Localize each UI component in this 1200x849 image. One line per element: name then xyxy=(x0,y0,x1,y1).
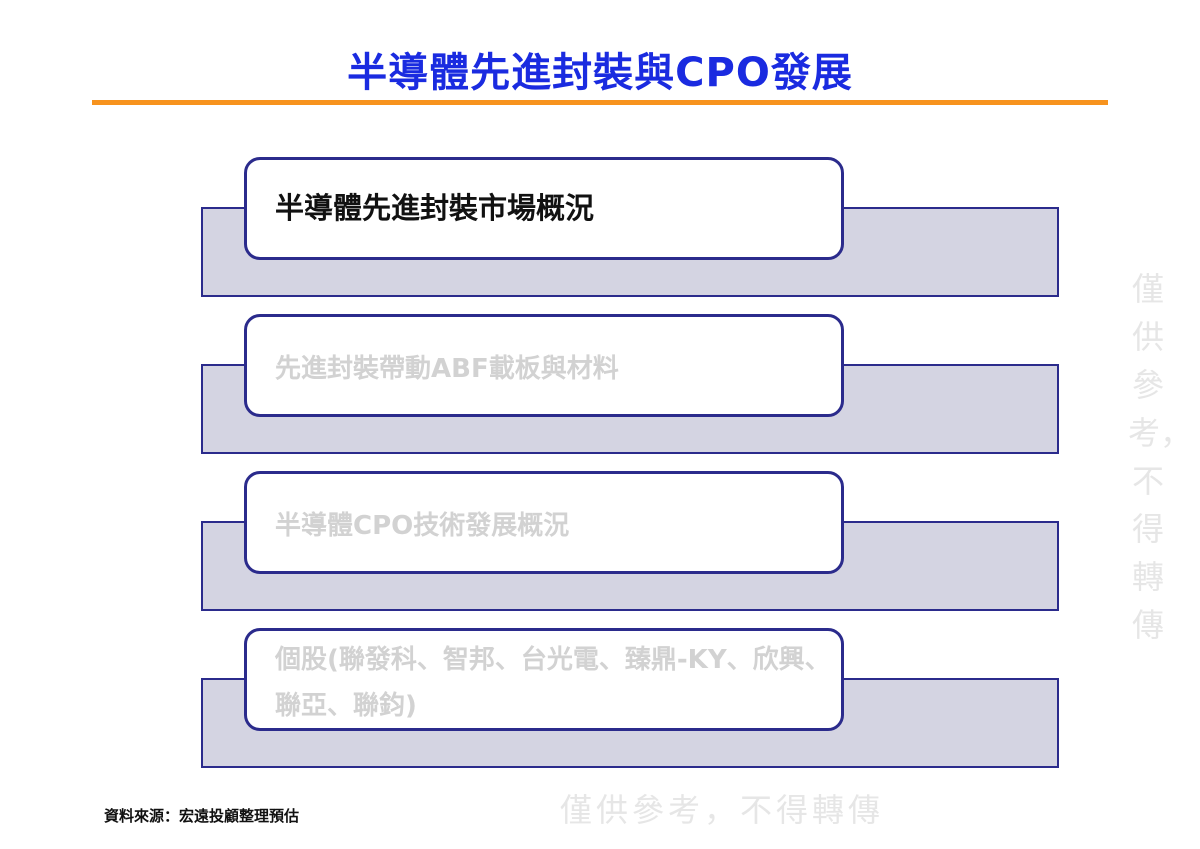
watermark-diagonal: 僅供參考，不得轉傳 xyxy=(560,791,885,829)
watermark-vertical: 僅供參考，不得轉傳 xyxy=(1128,270,1193,644)
agenda-item-4: 個股(聯發科、智邦、台光電、臻鼎-KY、欣興、聯亞、聯鈞) xyxy=(244,628,844,731)
agenda-item-2: 先進封裝帶動ABF載板與材料 xyxy=(244,314,844,417)
slide-title: 半導體先進封裝與CPO發展 xyxy=(347,50,853,96)
agenda-item-label: 半導體CPO技術發展概況 xyxy=(275,511,570,541)
agenda-item-label: 半導體先進封裝市場概況 xyxy=(275,191,595,225)
title-underline xyxy=(92,100,1108,105)
agenda-item-label: 先進封裝帶動ABF載板與材料 xyxy=(275,354,619,384)
source-note: 資料來源：宏遠投顧整理預估 xyxy=(104,807,300,825)
agenda-item-3: 半導體CPO技術發展概況 xyxy=(244,471,844,574)
agenda-item-1: 半導體先進封裝市場概況 xyxy=(244,157,844,260)
agenda-item-label: 個股(聯發科、智邦、台光電、臻鼎-KY、欣興、聯亞、聯鈞) xyxy=(275,645,831,721)
